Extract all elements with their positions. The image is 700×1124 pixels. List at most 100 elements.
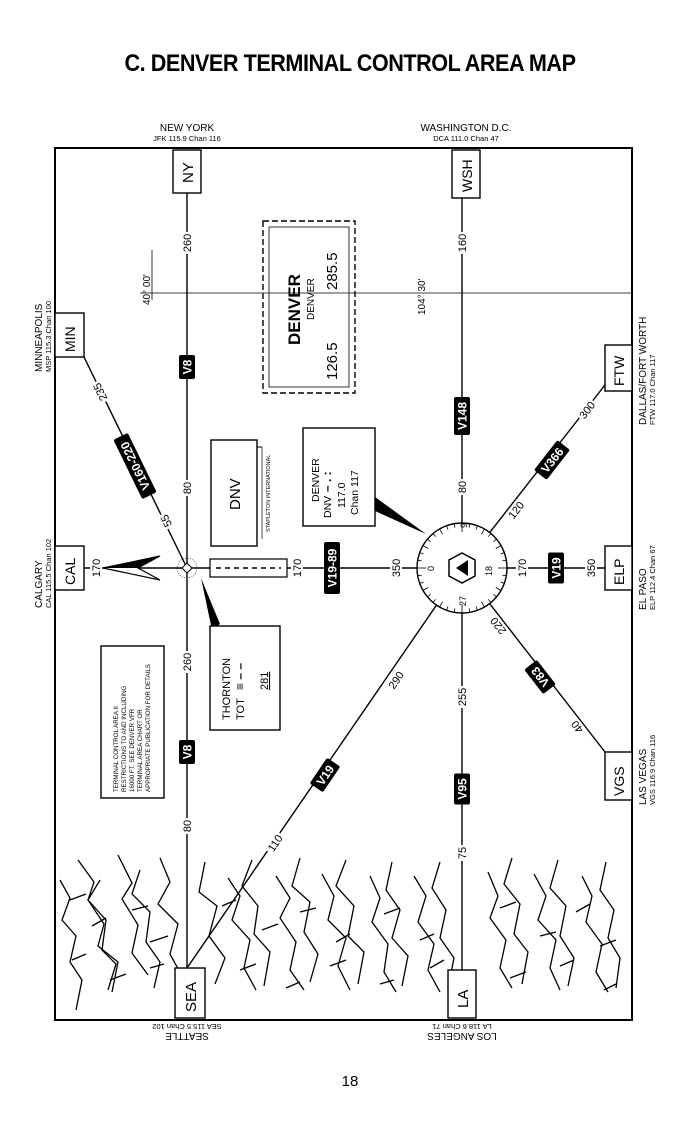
svg-text:NY: NY — [180, 162, 197, 183]
svg-text:170: 170 — [517, 559, 529, 577]
svg-text:160: 160 — [457, 234, 469, 252]
airway-tag-v148: V148 — [454, 397, 470, 435]
vgs-name: LAS VEGAS — [638, 749, 649, 805]
svg-text:170: 170 — [292, 559, 304, 577]
svg-text:SEA: SEA — [183, 982, 200, 1012]
radial-ftw_120: 120 — [504, 497, 528, 523]
airway-tag-v8_s: V8 — [179, 740, 195, 764]
svg-text:APPROPRIATE PUBLICATION FOR DE: APPROPRIATE PUBLICATION FOR DETAILS — [145, 664, 152, 792]
wsh-freq: DCA 111.0 Chan 47 — [433, 134, 499, 143]
airway-tag-v366: V366 — [534, 440, 570, 480]
tca-name: DENVER — [285, 274, 304, 345]
radial-wsh_80: 80 — [456, 479, 469, 495]
svg-text:255: 255 — [457, 688, 469, 706]
radial-elp_170: 170 — [516, 557, 529, 579]
svg-text:MIN: MIN — [62, 326, 78, 352]
airway-tag-text: V19-89 — [326, 548, 340, 587]
radial-wsh_160: 160 — [456, 232, 469, 254]
min-freq: MSP 115.3 Chan 100 — [44, 301, 53, 372]
svg-text:80: 80 — [182, 820, 194, 832]
svg-text:350: 350 — [391, 559, 403, 577]
radial-min_55: 55 — [157, 511, 175, 531]
cal-freq: CAL 115.5 Chan 102 — [44, 539, 53, 608]
station-sea: SEA — [174, 967, 206, 1019]
svg-text:FTW: FTW — [611, 355, 627, 386]
svg-text:16000 FT. SEE DENVER VFR: 16000 FT. SEE DENVER VFR — [129, 708, 136, 792]
svg-text:40: 40 — [569, 718, 586, 735]
compass-rose: 0 9 18 27 — [416, 522, 508, 614]
airway-tag-v95: V95 — [454, 773, 470, 805]
svg-text:DENVER: DENVER — [310, 458, 322, 502]
radial-ny_260: 260 — [181, 232, 194, 254]
radial-min_235: 235 — [89, 379, 110, 405]
airway-lines — [83, 193, 606, 970]
svg-text:80: 80 — [457, 481, 469, 493]
svg-text:Chan 117: Chan 117 — [349, 470, 361, 515]
la-name: LOS ANGELES — [427, 1030, 497, 1041]
thornton-vor-symbol — [176, 557, 220, 630]
svg-text:80: 80 — [182, 482, 194, 494]
airway-tag-v160: V160-220 — [114, 433, 156, 499]
radial-sw_290: 290 — [384, 667, 408, 693]
airway-tag-text: V19 — [550, 557, 564, 579]
svg-text:DNV: DNV — [322, 496, 334, 518]
latitude-label: 40° 00' — [142, 274, 153, 305]
radial-elp_350: 350 — [585, 557, 598, 579]
svg-text:27: 27 — [458, 596, 468, 606]
elp-name: EL PASO — [638, 568, 649, 610]
station-min: MIN — [54, 312, 85, 358]
tca-note-box: TERMINAL CONTROL AREA II RESTRICTIONS TO… — [100, 645, 165, 799]
airway-tag-text: V8 — [181, 359, 195, 374]
svg-text:VGS: VGS — [611, 766, 627, 796]
tca-freq-a: 285.5 — [324, 252, 341, 290]
ftw-freq: FTW 117.0 Chan 117 — [648, 354, 657, 425]
svg-text:RESTRICTIONS TO AND INCLUDING: RESTRICTIONS TO AND INCLUDING — [121, 685, 128, 792]
radial-dnv_350: 350 — [390, 557, 403, 579]
thornton-freq: 281 — [259, 672, 271, 690]
thornton-box: THORNTON TOT ≡ – – 281 — [209, 625, 281, 731]
svg-text:350: 350 — [586, 559, 598, 577]
svg-text:TERMINAL CONTROL AREA II: TERMINAL CONTROL AREA II — [113, 706, 120, 792]
svg-text:18: 18 — [484, 566, 494, 576]
radial-ny_80: 80 — [181, 480, 194, 496]
airway-tag-v19_89: V19-89 — [324, 542, 340, 594]
svg-text:55: 55 — [159, 512, 175, 528]
radial-la_255: 255 — [456, 686, 469, 708]
dnv-airport-box: DNV STAPLETON INTERNATIONAL — [210, 439, 272, 547]
svg-text:0: 0 — [426, 566, 436, 571]
svg-text:WSH: WSH — [459, 159, 475, 192]
denver-vor-box: DENVER DNV – . : 117.0 Chan 117 — [302, 427, 426, 534]
airway-tag-text: V148 — [456, 402, 470, 430]
thornton-ident: TOT — [235, 698, 247, 720]
radial-la_75: 75 — [456, 845, 469, 861]
tca-sub: DENVER — [306, 278, 317, 320]
svg-text:CAL: CAL — [62, 558, 78, 585]
min-name: MINNEAPOLIS — [34, 303, 45, 372]
tca-freq-b: 126.5 — [324, 342, 341, 380]
thornton-name: THORNTON — [221, 658, 233, 720]
airway-tag-text: V95 — [456, 778, 470, 800]
longitude-label: 104° 30' — [417, 278, 428, 315]
north-arrow — [102, 555, 161, 581]
radial-sea_260: 260 — [181, 651, 194, 673]
denver-tca-box: DENVER DENVER 285.5 126.5 — [262, 220, 356, 394]
svg-text:TERMINAL AREA CHART OR: TERMINAL AREA CHART OR — [137, 709, 144, 792]
airway-tag-text: V8 — [181, 744, 195, 759]
svg-text:LA: LA — [455, 990, 472, 1008]
svg-text:117.0: 117.0 — [336, 482, 348, 508]
radial-cal_170: 170 — [90, 557, 103, 579]
cal-name: CALGARY — [34, 560, 45, 608]
radial-v19_170: 170 — [291, 557, 304, 579]
page-number: 18 — [341, 1073, 359, 1090]
svg-text:– . :: – . : — [320, 471, 334, 492]
sea-freq: SEA 115.5 Chan 102 — [152, 1022, 222, 1031]
radial-vgs_40: 40 — [567, 717, 587, 737]
ftw-name: DALLAS/FORT WORTH — [638, 317, 649, 425]
airway-tag-v8_n: V8 — [179, 355, 195, 379]
svg-text:75: 75 — [457, 847, 469, 859]
terrain-relief — [59, 854, 621, 1011]
ny-name: NEW YORK — [160, 123, 215, 134]
